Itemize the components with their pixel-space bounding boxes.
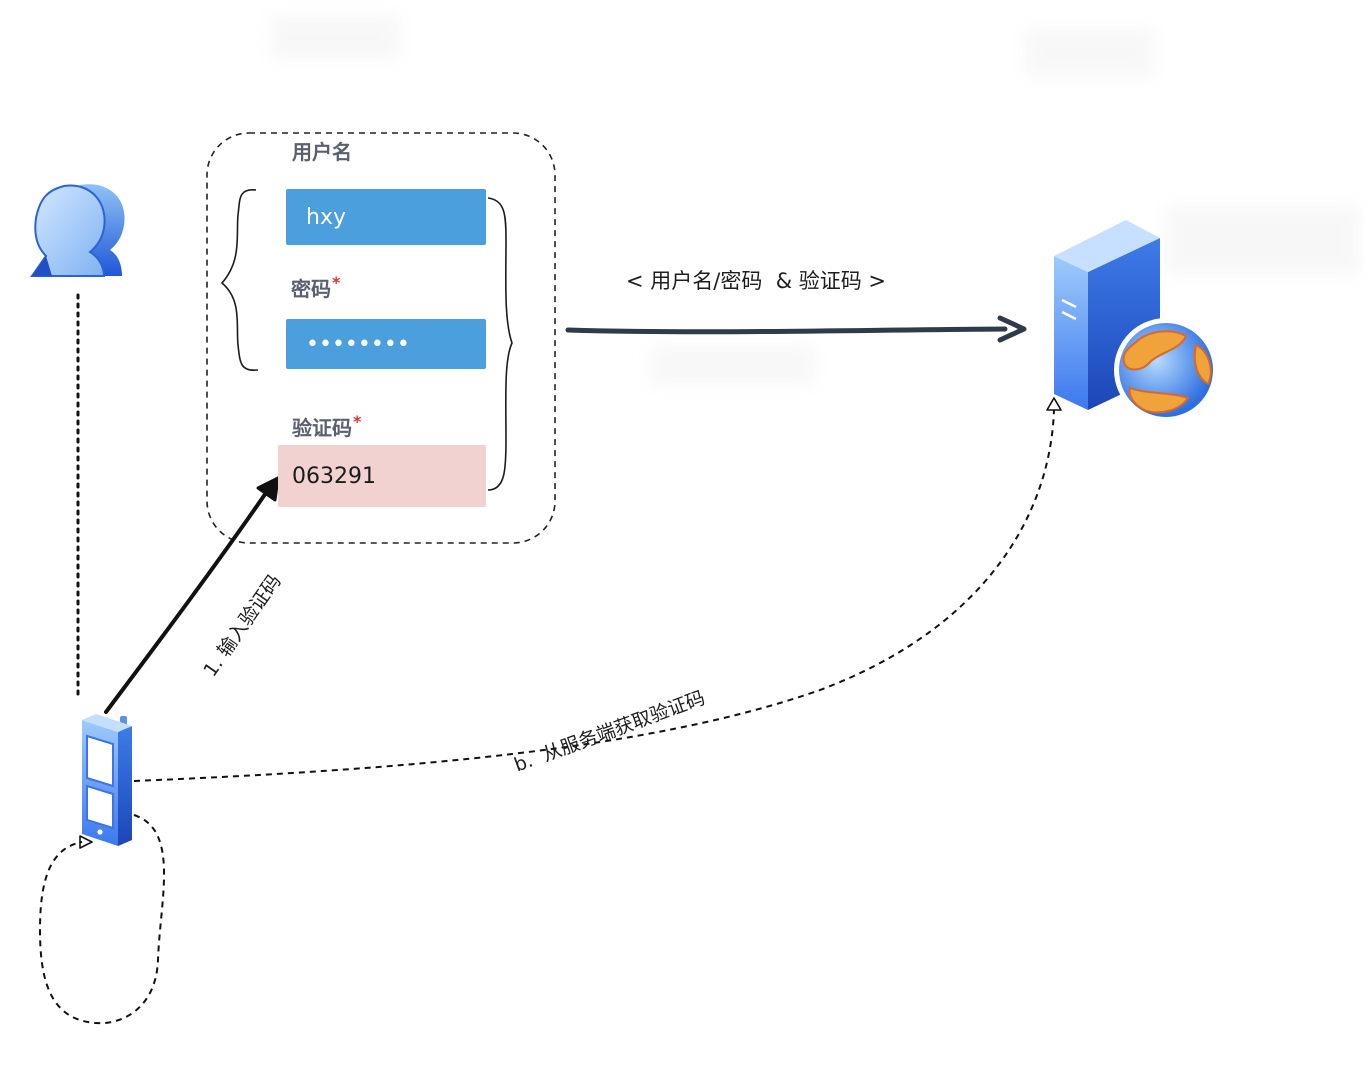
background-smudge [650, 345, 815, 385]
phone-loop-arrowhead [79, 835, 93, 849]
request-arrow-label: < 用户名/密码 & 验证码 > [626, 269, 887, 293]
code-field[interactable]: 063291 [278, 445, 486, 507]
server-globe-icon [1054, 220, 1218, 422]
code-required-mark: * [353, 412, 362, 431]
left-brace [220, 189, 259, 371]
background-smudge [1025, 28, 1155, 78]
request-arrowhead [997, 315, 1027, 343]
input-code-arrowhead [256, 476, 280, 502]
password-required-mark: * [332, 273, 341, 292]
request-arrow [565, 326, 1008, 335]
password-label: 密码* [291, 273, 341, 301]
username-value: hxy [306, 204, 346, 230]
background-smudge [270, 15, 400, 60]
username-field[interactable]: hxy [286, 189, 486, 245]
code-label: 验证码* [292, 412, 362, 440]
password-value: •••••••• [306, 331, 410, 357]
form-container [206, 132, 556, 544]
phone-loop-arrow [38, 814, 165, 1025]
username-label: 用户名 [292, 140, 352, 164]
password-field[interactable]: •••••••• [286, 319, 486, 369]
background-smudge [1165, 205, 1360, 275]
code-value: 063291 [292, 463, 376, 489]
right-brace [487, 197, 513, 491]
fetch-code-arrow [133, 409, 1055, 782]
users-icon [30, 184, 125, 277]
fetch-code-arrowhead [1046, 397, 1062, 411]
input-code-arrow [104, 485, 272, 714]
phone-icon [82, 714, 132, 846]
